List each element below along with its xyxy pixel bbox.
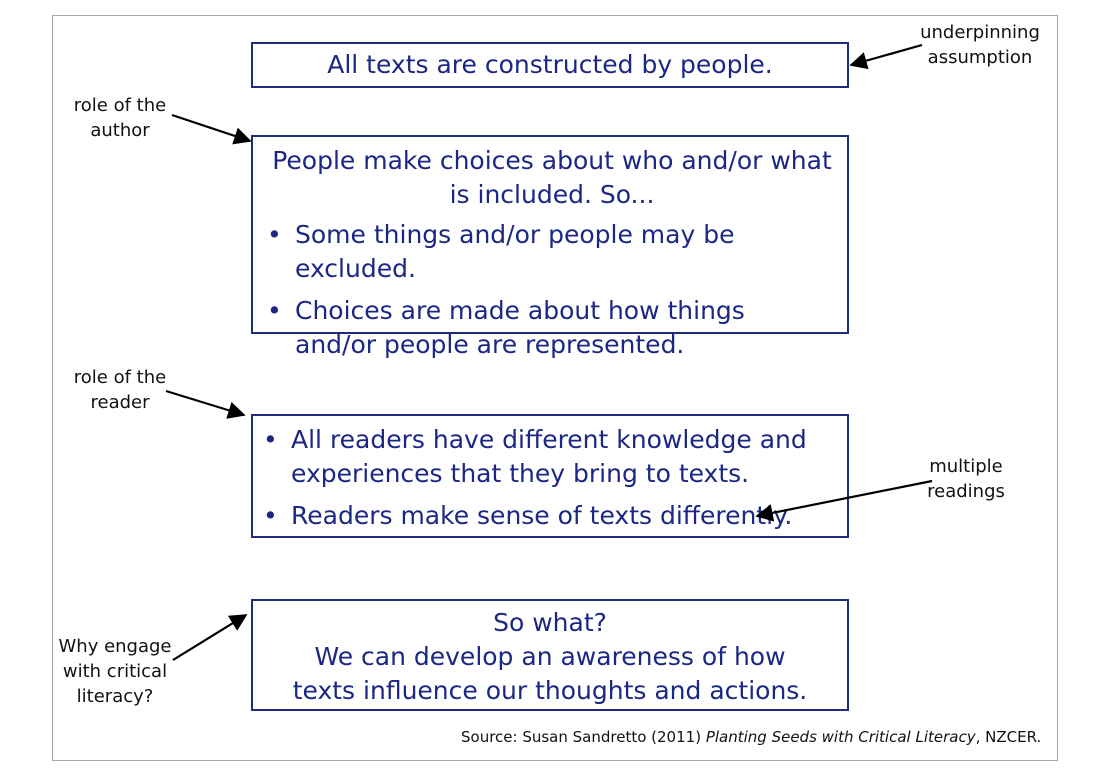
list-item: • Readers make sense of texts differentl…	[253, 499, 833, 533]
bullet-icon: •	[267, 296, 282, 325]
so-what-heading: So what?	[493, 608, 607, 637]
author-box: People make choices about who and/or wha…	[251, 135, 849, 359]
so-what-text: We can develop an awareness of how texts…	[292, 642, 808, 705]
list-item: • Choices are made about how things and/…	[267, 296, 745, 359]
arrow-author	[171, 113, 252, 145]
assumption-text: All texts are constructed by people.	[327, 50, 773, 79]
annotation-author: role of the author	[73, 95, 167, 141]
source-title: Planting Seeds with Critical Literacy	[705, 728, 976, 746]
reader-bullets: • All readers have different knowledge a…	[253, 423, 833, 533]
author-intro: People make choices about who and/or wha…	[272, 146, 832, 209]
bullet-icon: •	[263, 501, 278, 530]
author-bullets: • Some things and/or people may be exclu…	[257, 218, 833, 362]
list-item: • All readers have different knowledge a…	[263, 425, 807, 488]
reader-box: • All readers have different knowledge a…	[251, 414, 849, 538]
source-citation: Source: Susan Sandretto (2011) Planting …	[461, 728, 1042, 746]
arrow-underpinning	[849, 43, 923, 70]
arrow-reader	[165, 389, 246, 419]
bullet-icon: •	[263, 425, 278, 454]
assumption-box: All texts are constructed by people.	[251, 42, 849, 88]
bullet-icon: •	[267, 220, 282, 249]
arrow-multiple	[755, 479, 933, 522]
annotation-underpinning: underpinning assumption	[920, 22, 1040, 68]
so-what-box: So what? We can develop an awareness of …	[251, 599, 849, 711]
annotation-multiple: multiple readings	[927, 456, 1005, 502]
arrow-why	[172, 614, 248, 661]
annotation-reader: role of the reader	[73, 367, 167, 413]
list-item: • Some things and/or people may be exclu…	[267, 220, 735, 283]
annotation-why: Why engage with critical literacy?	[58, 636, 172, 707]
